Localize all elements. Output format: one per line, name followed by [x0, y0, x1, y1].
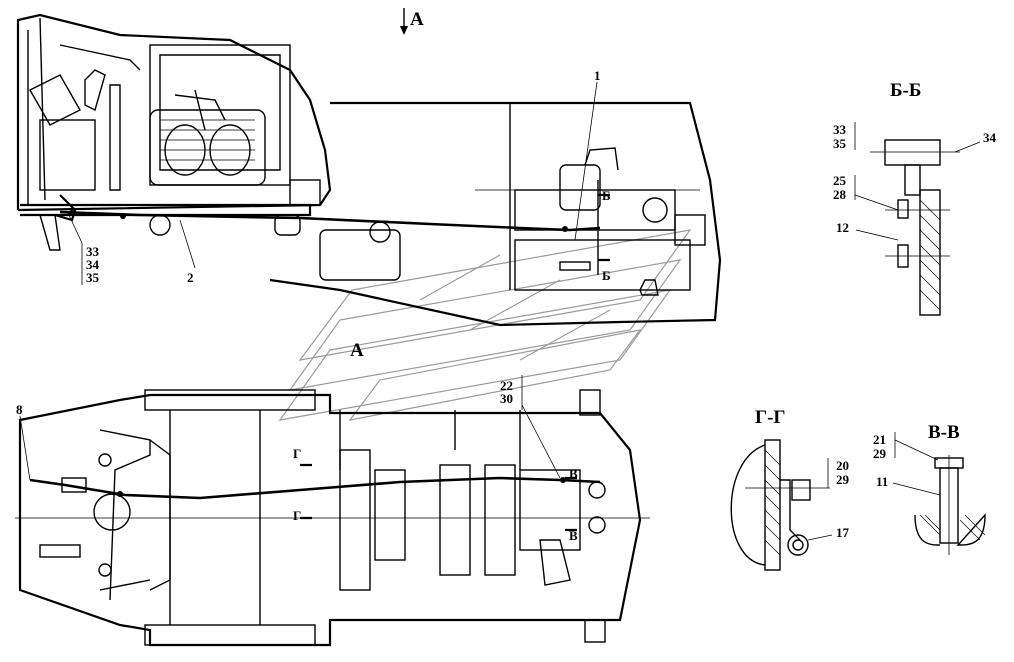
section-gg: Г-Г 20 29 17: [730, 407, 850, 571]
gg-callout-20: 20: [836, 458, 849, 473]
callout-35: 35: [86, 270, 100, 285]
callout-34: 34: [86, 257, 100, 272]
bb-callout-28: 28: [833, 187, 847, 202]
callout-2: 2: [187, 270, 194, 285]
vv-callout-29: 29: [873, 446, 887, 461]
side-view: Б Б 1 2 33 34 35 А: [16, 13, 722, 361]
section-vv: В-В 21 29 11: [873, 422, 986, 555]
bb-callout-34: 34: [983, 130, 997, 145]
bb-callout-25: 25: [833, 173, 847, 188]
section-gg-title: Г-Г: [755, 407, 786, 428]
view-a-arrow: А: [400, 8, 424, 35]
callout-1: 1: [594, 68, 601, 83]
callout-8: 8: [16, 402, 23, 417]
view-a-label: А: [350, 340, 364, 361]
cut-mark-v-bottom: В: [569, 528, 578, 543]
bb-callout-33: 33: [833, 122, 847, 137]
vv-callout-11: 11: [876, 474, 888, 489]
section-bb-title: Б-Б: [890, 80, 921, 101]
callout-30: 30: [500, 391, 513, 406]
gg-callout-17: 17: [836, 525, 850, 540]
cut-mark-g-top: Г: [293, 446, 301, 461]
cut-mark-b-bottom: Б: [602, 268, 611, 283]
cut-mark-b-top: Б: [602, 188, 611, 203]
cut-mark-g-bottom: Г: [293, 508, 301, 523]
callout-33: 33: [86, 244, 100, 259]
gg-callout-29: 29: [836, 472, 850, 487]
section-vv-title: В-В: [928, 422, 960, 443]
vv-callout-21: 21: [873, 432, 886, 447]
section-bb: Б-Б 33 35 34 25 28 12: [833, 80, 997, 316]
watermark-logo: [278, 229, 692, 421]
cut-mark-v-top: В: [569, 466, 578, 481]
view-marker-label: А: [410, 9, 424, 30]
callout-22: 22: [500, 378, 513, 393]
bb-callout-12: 12: [836, 220, 849, 235]
plan-view: Г Г В В 8 22 30: [15, 375, 650, 647]
bb-callout-35: 35: [833, 136, 847, 151]
